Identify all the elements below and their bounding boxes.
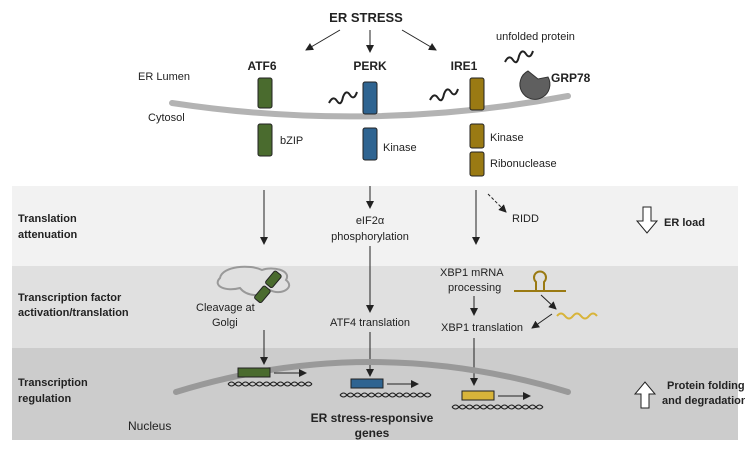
er-load-down-arrow-icon [635,206,659,234]
perk-kinase-label: Kinase [383,142,417,154]
xbp1-transcription-factor [461,390,495,401]
grp78-chaperone [519,70,551,100]
grp78-unfolded-protein-squiggle [504,50,534,64]
xbp1-spliced-mrna [556,312,598,320]
ire1-label: IRE1 [451,59,478,73]
protein-folding-up-arrow-icon [633,381,657,409]
xbp1-target-dna [451,404,544,410]
ire1-ribonuclease-label: Ribonuclease [490,158,557,170]
atf6-label: ATF6 [247,59,276,73]
ire1-luminal-domain [469,77,485,111]
ire1-ribonuclease-domain [469,151,485,177]
er-membrane [169,93,571,120]
xbp1-mrna-stemloop [533,270,547,291]
atf6-luminal-domain [257,77,273,109]
cleavage-golgi-label-line1: Cleavage at [196,302,255,314]
protein-folding-label-line2: and degradation [662,395,745,407]
cleavage-golgi-label-line2: Golgi [212,317,238,329]
tf-activation-label-line2: activation/translation [18,307,129,319]
atf6-cleaved-fragment-lower [254,285,271,304]
grp78-label: GRP78 [551,71,591,85]
er-stress-responsive-genes-line2: genes [355,426,390,440]
xbp1-translation-label: XBP1 translation [441,322,523,334]
perk-luminal-domain [362,81,378,115]
band-translation-attenuation [12,186,738,266]
band-transcription-factor [12,266,738,348]
atf6-bzip-label: bZIP [280,135,303,147]
transcription-regulation-label-line2: regulation [18,393,71,405]
perk-unfolded-protein-squiggle [328,91,358,105]
protein-folding-label-line1: Protein folding [667,380,745,392]
eif2a-label-line1: eIF2α [356,215,385,227]
nuclear-envelope [173,359,571,395]
xbp1-processing-label-line1: XBP1 mRNA [440,267,504,279]
perk-label: PERK [353,59,387,73]
er-load-label: ER load [664,217,705,229]
ire1-kinase-label: Kinase [490,132,524,144]
translation-attenuation-label-line2: attenuation [18,229,78,241]
cytosol-label: Cytosol [148,112,185,124]
er-stress-arrow-right [401,29,437,51]
atf6-bzip-domain [257,123,273,157]
atf4-target-dna [339,392,432,398]
ridd-label: RIDD [512,213,539,225]
er-stress-responsive-genes-line1: ER stress-responsive [311,411,434,425]
perk-kinase-domain [362,127,378,161]
golgi-outline [216,265,291,296]
translation-attenuation-label-line1: Translation [18,213,77,225]
atf6-cleaved-fragment-upper [265,270,282,289]
transcription-regulation-label-line1: Transcription [18,377,88,389]
ridd-dashed-arrow [487,193,507,213]
ire1-unfolded-protein-squiggle [429,88,459,102]
ire1-kinase-domain [469,123,485,149]
unfolded-protein-label: unfolded protein [496,31,575,43]
atf4-translation-label: ATF4 translation [330,317,410,329]
eif2a-label-line2: phosphorylation [331,231,409,243]
nucleus-label: Nucleus [128,419,171,433]
xbp1-splice-arrow [540,294,557,310]
er-stress-arrow-left [305,29,341,51]
xbp1-processing-label-line2: processing [448,282,501,294]
er-lumen-label: ER Lumen [138,71,190,83]
tf-activation-label-line1: Transcription factor [18,292,122,304]
perk-atf4-transcription-factor [350,378,384,389]
atf6-transcription-factor [237,367,271,378]
er-stress-title: ER STRESS [329,10,403,25]
xbp1-to-translation-arrow [531,313,553,329]
atf6-target-dna [227,381,313,387]
